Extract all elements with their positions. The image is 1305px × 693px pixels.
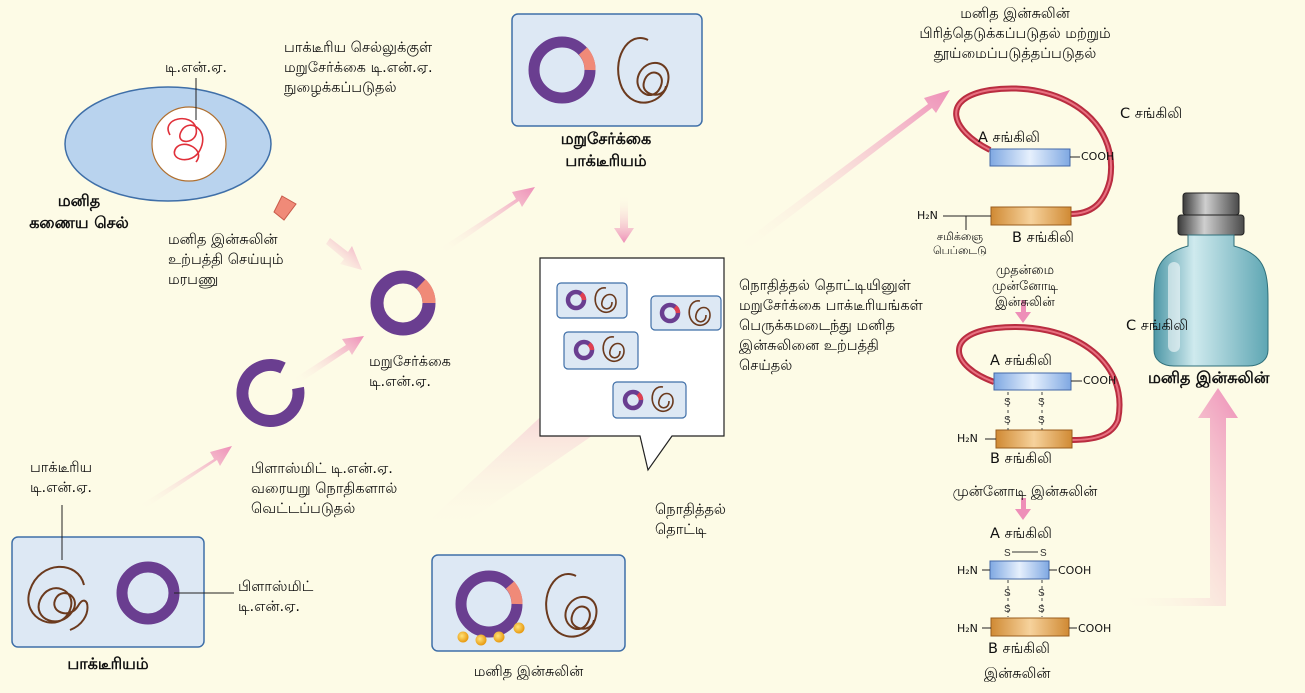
svg-text:S: S: [1004, 397, 1011, 408]
cut-plasmid: [236, 359, 305, 427]
recombinant-dna-insertion-label: பாக்டீரிய செல்லுக்குள் மறுசேர்க்கை டி.என…: [284, 40, 433, 96]
fermenter-description-label: நொதித்தல் தொட்டியினுள் மறுசேர்க்கை பாக்ட…: [739, 278, 923, 374]
flow-arrows: [140, 90, 1238, 606]
human-insulin-vial-label: மனித இன்சுலின்: [1148, 368, 1270, 387]
arrow-gene-to-recomb: [326, 238, 362, 270]
bacterial-dna-label: பாக்டீரிய டி.என்.ஏ.: [30, 460, 93, 496]
h2n-label-2: H₂N: [957, 432, 978, 445]
b-chain-label-3: B சங்கிலி: [988, 641, 1050, 657]
a-chain-label-2: A சங்கிலி: [990, 353, 1052, 369]
svg-text:S: S: [1004, 604, 1011, 615]
a-chain-block: [989, 148, 1071, 167]
c-chain-label-1: C சங்கிலி: [1120, 106, 1183, 122]
insulin-producing-bacterium-box: [431, 554, 626, 652]
h2n-label-3: H₂N: [957, 564, 978, 577]
b-chain-block: [990, 206, 1072, 226]
extraction-purification-label: மனித இன்சுலின் பிரித்தெடுக்கப்படுதல் மற்…: [919, 6, 1111, 62]
proinsulin-structure: [956, 324, 1123, 449]
a-chain-label-1: A சங்கிலி: [978, 130, 1040, 146]
bacterium-box: [11, 536, 205, 648]
c-chain-label-2: C சங்கிலி: [1126, 318, 1189, 334]
b-chain-label-1: B சங்கிலி: [1012, 230, 1074, 246]
arrow-plasmid-to-cut: [140, 446, 232, 510]
bacterial-dna-label-top: டி.என்.ஏ.: [165, 60, 228, 76]
recombinant-bacterium-label: மறுசேர்க்கை பாக்டீரியம்: [560, 129, 652, 170]
arrow-proinsulin-to-insulin: [1015, 498, 1031, 520]
cooh-label-2: COOH: [1083, 374, 1117, 387]
bacterium-label: பாக்டீரியம்: [67, 654, 149, 673]
svg-text:S: S: [1038, 588, 1045, 599]
cooh-label-1: COOH: [1081, 150, 1115, 163]
svg-text:S: S: [1040, 548, 1047, 559]
cooh-label-3: COOH: [1058, 564, 1092, 577]
h2n-label-4: H₂N: [957, 622, 978, 635]
arrow-cut-to-recomb: [295, 336, 364, 384]
svg-text:S: S: [1038, 604, 1045, 615]
preproinsulin-label: முதன்மை முன்னோடி இன்சுலின்: [991, 263, 1058, 310]
human-pancreatic-cell: [64, 78, 272, 202]
insulin-label: இன்சுலின்: [984, 666, 1051, 682]
human-pancreatic-cell-label: மனித கணைய செல்: [29, 191, 129, 232]
fermenter-label: நொதித்தல் தொட்டி: [655, 502, 726, 538]
preproinsulin-structure: [943, 85, 1115, 230]
human-insulin-product-label: மனித இன்சுலின்: [473, 664, 584, 680]
arrow-bacterium-to-fermenter: [614, 195, 634, 243]
svg-text:S: S: [1004, 415, 1011, 426]
bacterial-dna-coil: [27, 565, 89, 631]
h2n-label-1: H₂N: [917, 209, 938, 222]
signal-peptide-label: சமிக்ஞை பெப்டைடு: [933, 230, 987, 257]
arrow-recomb-to-bacterium: [440, 187, 535, 254]
insulin-gene-fragment: [273, 195, 297, 221]
human-dna-strand: [167, 117, 204, 163]
svg-text:S: S: [1004, 548, 1011, 559]
proinsulin-label: முன்னோடி இன்சுலின்: [952, 484, 1098, 500]
arrow-preproinsulin-to-proinsulin: [1015, 300, 1031, 323]
plasmid-cut-label: பிளாஸ்மிட் டி.என்.ஏ. வரையறு நொதிகளால் வெ…: [251, 461, 398, 517]
recombinant-dna-plasmid: [370, 270, 436, 336]
svg-text:S: S: [1004, 588, 1011, 599]
svg-text:S: S: [1038, 415, 1045, 426]
insulin-gene-label: மனித இன்சுலின் உற்பத்தி செய்யும் மரபணு: [168, 232, 284, 288]
recombinant-dna-label: மறுசேர்க்கை டி.என்.ஏ.: [369, 354, 451, 390]
recombinant-bacterium-box: [511, 13, 703, 127]
a-chain-label-3: A சங்கிலி: [990, 526, 1052, 542]
plasmid-dna-label: பிளாஸ்மிட் டி.என்.ஏ.: [238, 579, 314, 615]
svg-text:S: S: [1038, 397, 1045, 408]
arrow-insulin-to-vial: [1120, 388, 1238, 606]
insulin-vial: [1153, 192, 1269, 367]
fermenter-bacteria: [556, 282, 722, 419]
cooh-label-4: COOH: [1078, 622, 1112, 635]
arrow-fermenter-to-extraction: [735, 90, 950, 255]
b-chain-label-2: B சங்கிலி: [990, 451, 1052, 467]
